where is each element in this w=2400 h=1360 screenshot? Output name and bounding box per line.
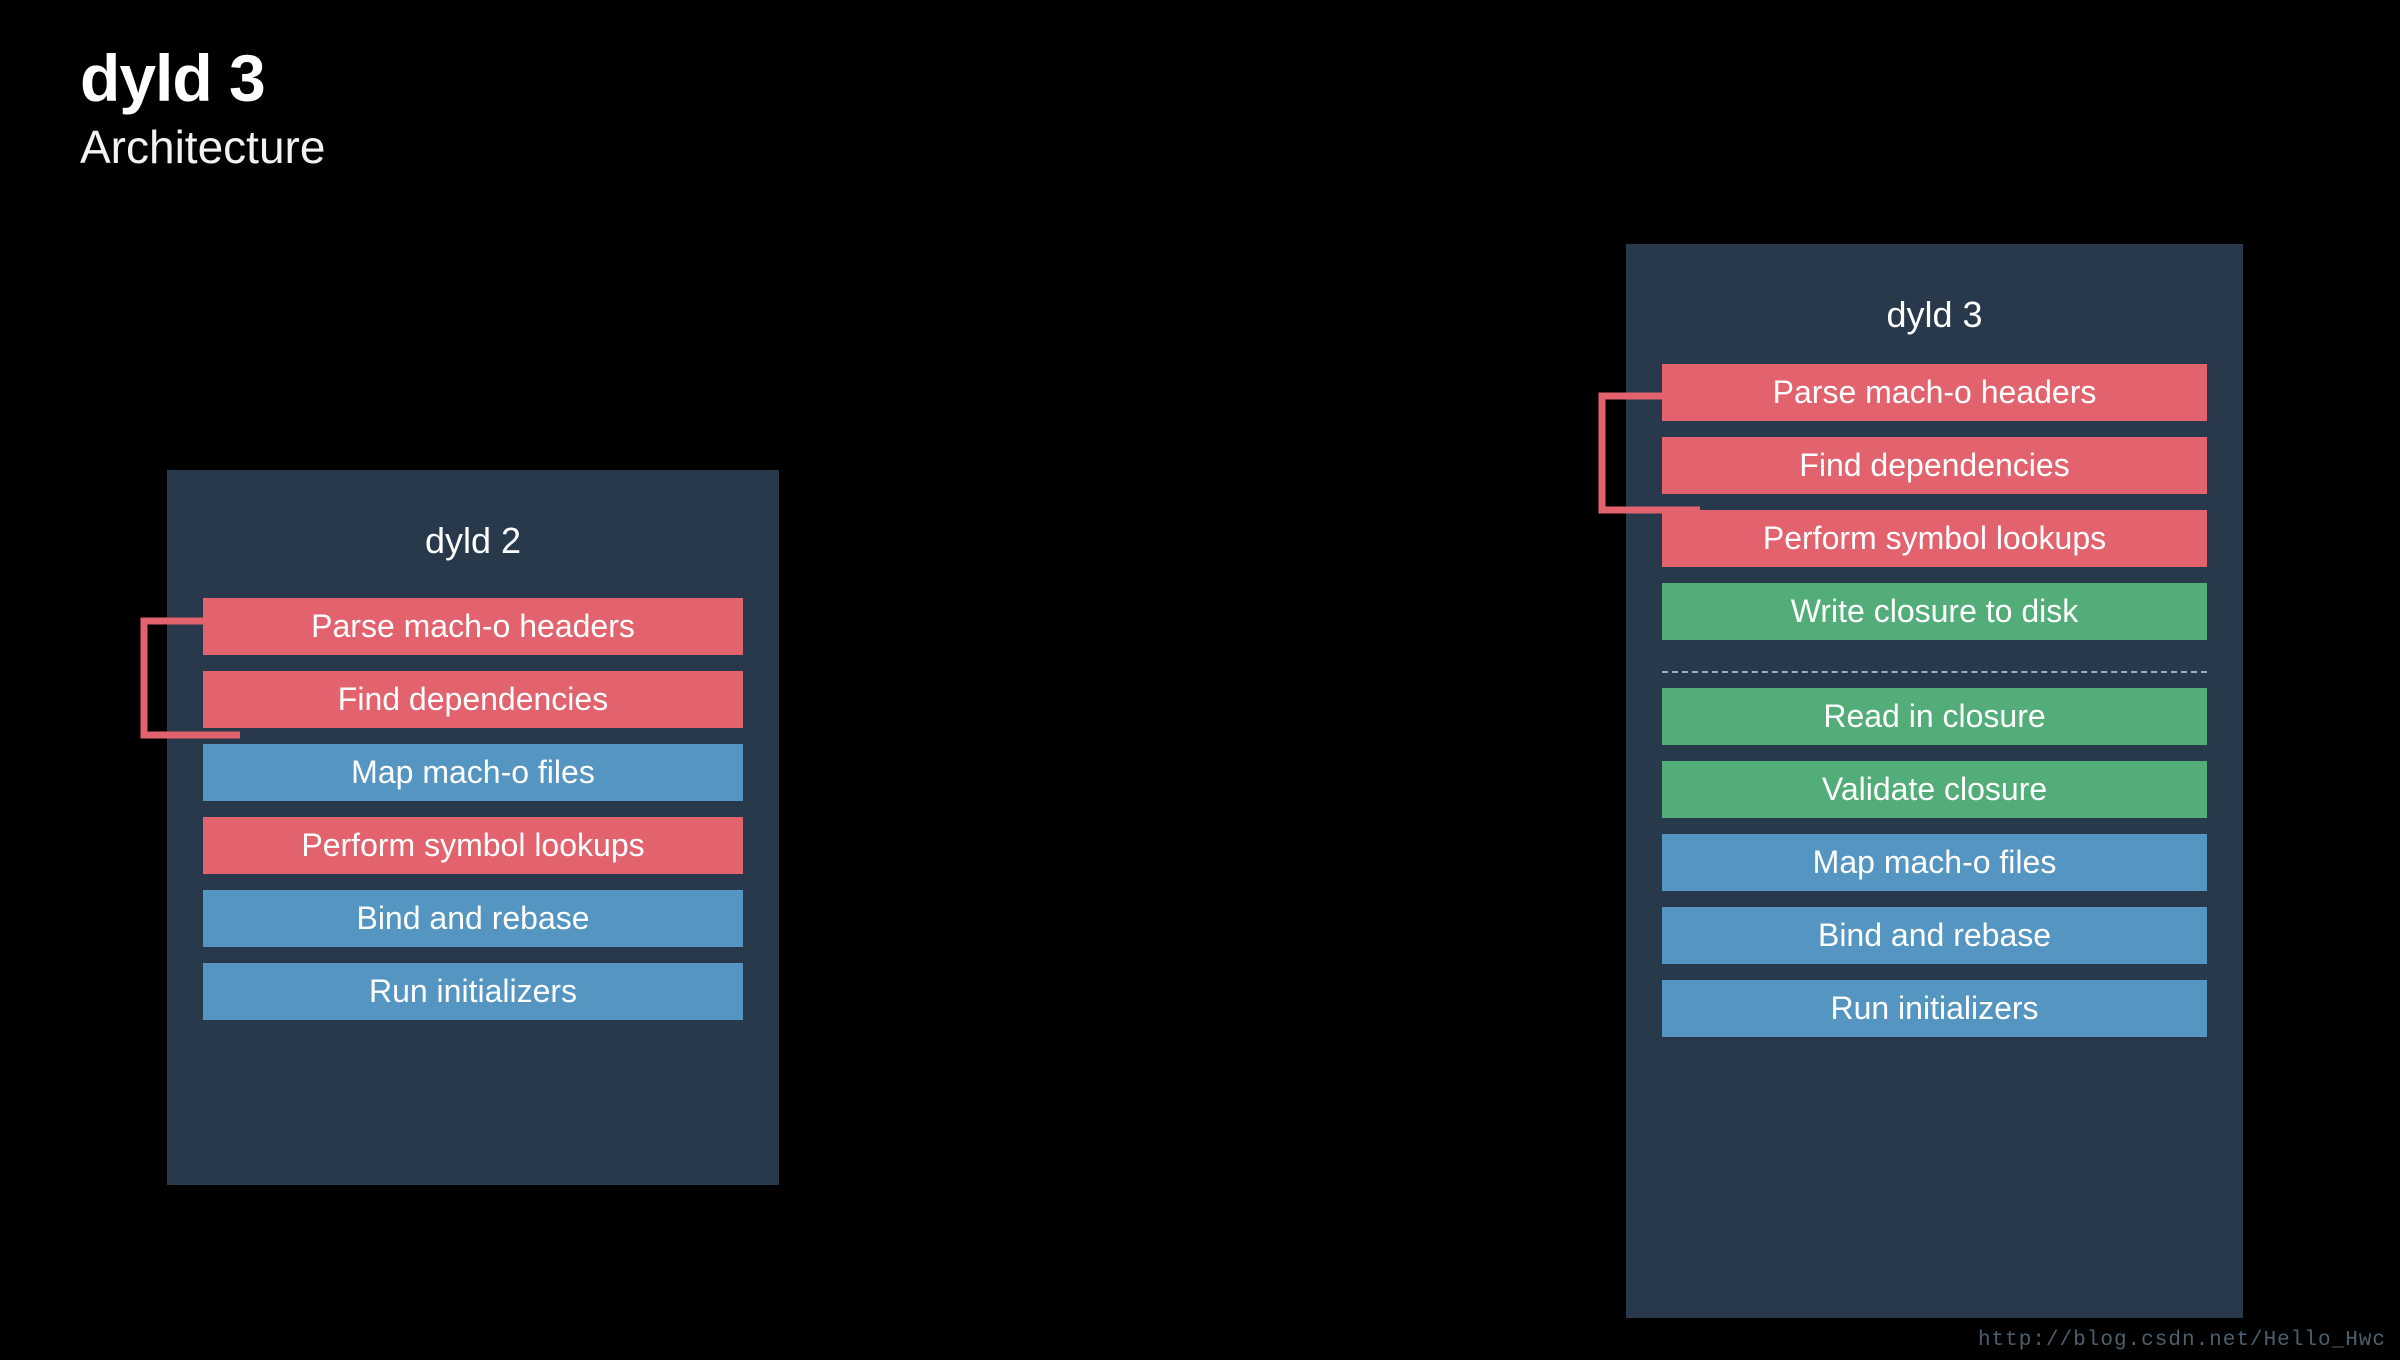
- stage-validate-closure: Validate closure: [1662, 761, 2207, 818]
- panel-dyld2-title: dyld 2: [424, 520, 522, 561]
- panel-dyld3-stage-list: Parse mach-o headers Find dependencies P…: [1626, 364, 2243, 1053]
- stage-find-dependencies: Find dependencies: [203, 671, 743, 728]
- stage-perform-symbol-lookups: Perform symbol lookups: [203, 817, 743, 874]
- stage-map-mach-o-files: Map mach-o files: [1662, 834, 2207, 891]
- stage-bind-and-rebase: Bind and rebase: [1662, 907, 2207, 964]
- stage-find-dependencies: Find dependencies: [1662, 437, 2207, 494]
- stage-perform-symbol-lookups: Perform symbol lookups: [1662, 510, 2207, 567]
- panel-dyld3: dyld 3 Parse mach-o headers Find depende…: [1626, 244, 2243, 1318]
- stage-read-in-closure: Read in closure: [1662, 688, 2207, 745]
- stage-run-initializers: Run initializers: [1662, 980, 2207, 1037]
- panel-dyld2-stage-list: Parse mach-o headers Find dependencies M…: [167, 598, 779, 1036]
- slide-heading: dyld 3 Architecture: [80, 41, 326, 174]
- stage-run-initializers: Run initializers: [203, 963, 743, 1020]
- stage-write-closure-to-disk: Write closure to disk: [1662, 583, 2207, 640]
- stage-map-mach-o-files: Map mach-o files: [203, 744, 743, 801]
- stage-parse-mach-o-headers: Parse mach-o headers: [1662, 364, 2207, 421]
- stage-divider: [1662, 656, 2207, 688]
- page-subtitle: Architecture: [80, 121, 326, 174]
- page-title: dyld 3: [80, 41, 266, 115]
- panel-dyld3-title: dyld 3: [1886, 294, 1983, 335]
- stage-parse-mach-o-headers: Parse mach-o headers: [203, 598, 743, 655]
- panel-dyld2: dyld 2 Parse mach-o headers Find depende…: [167, 470, 779, 1185]
- watermark-text: http://blog.csdn.net/Hello_Hwc: [1977, 1329, 2386, 1352]
- stage-bind-and-rebase: Bind and rebase: [203, 890, 743, 947]
